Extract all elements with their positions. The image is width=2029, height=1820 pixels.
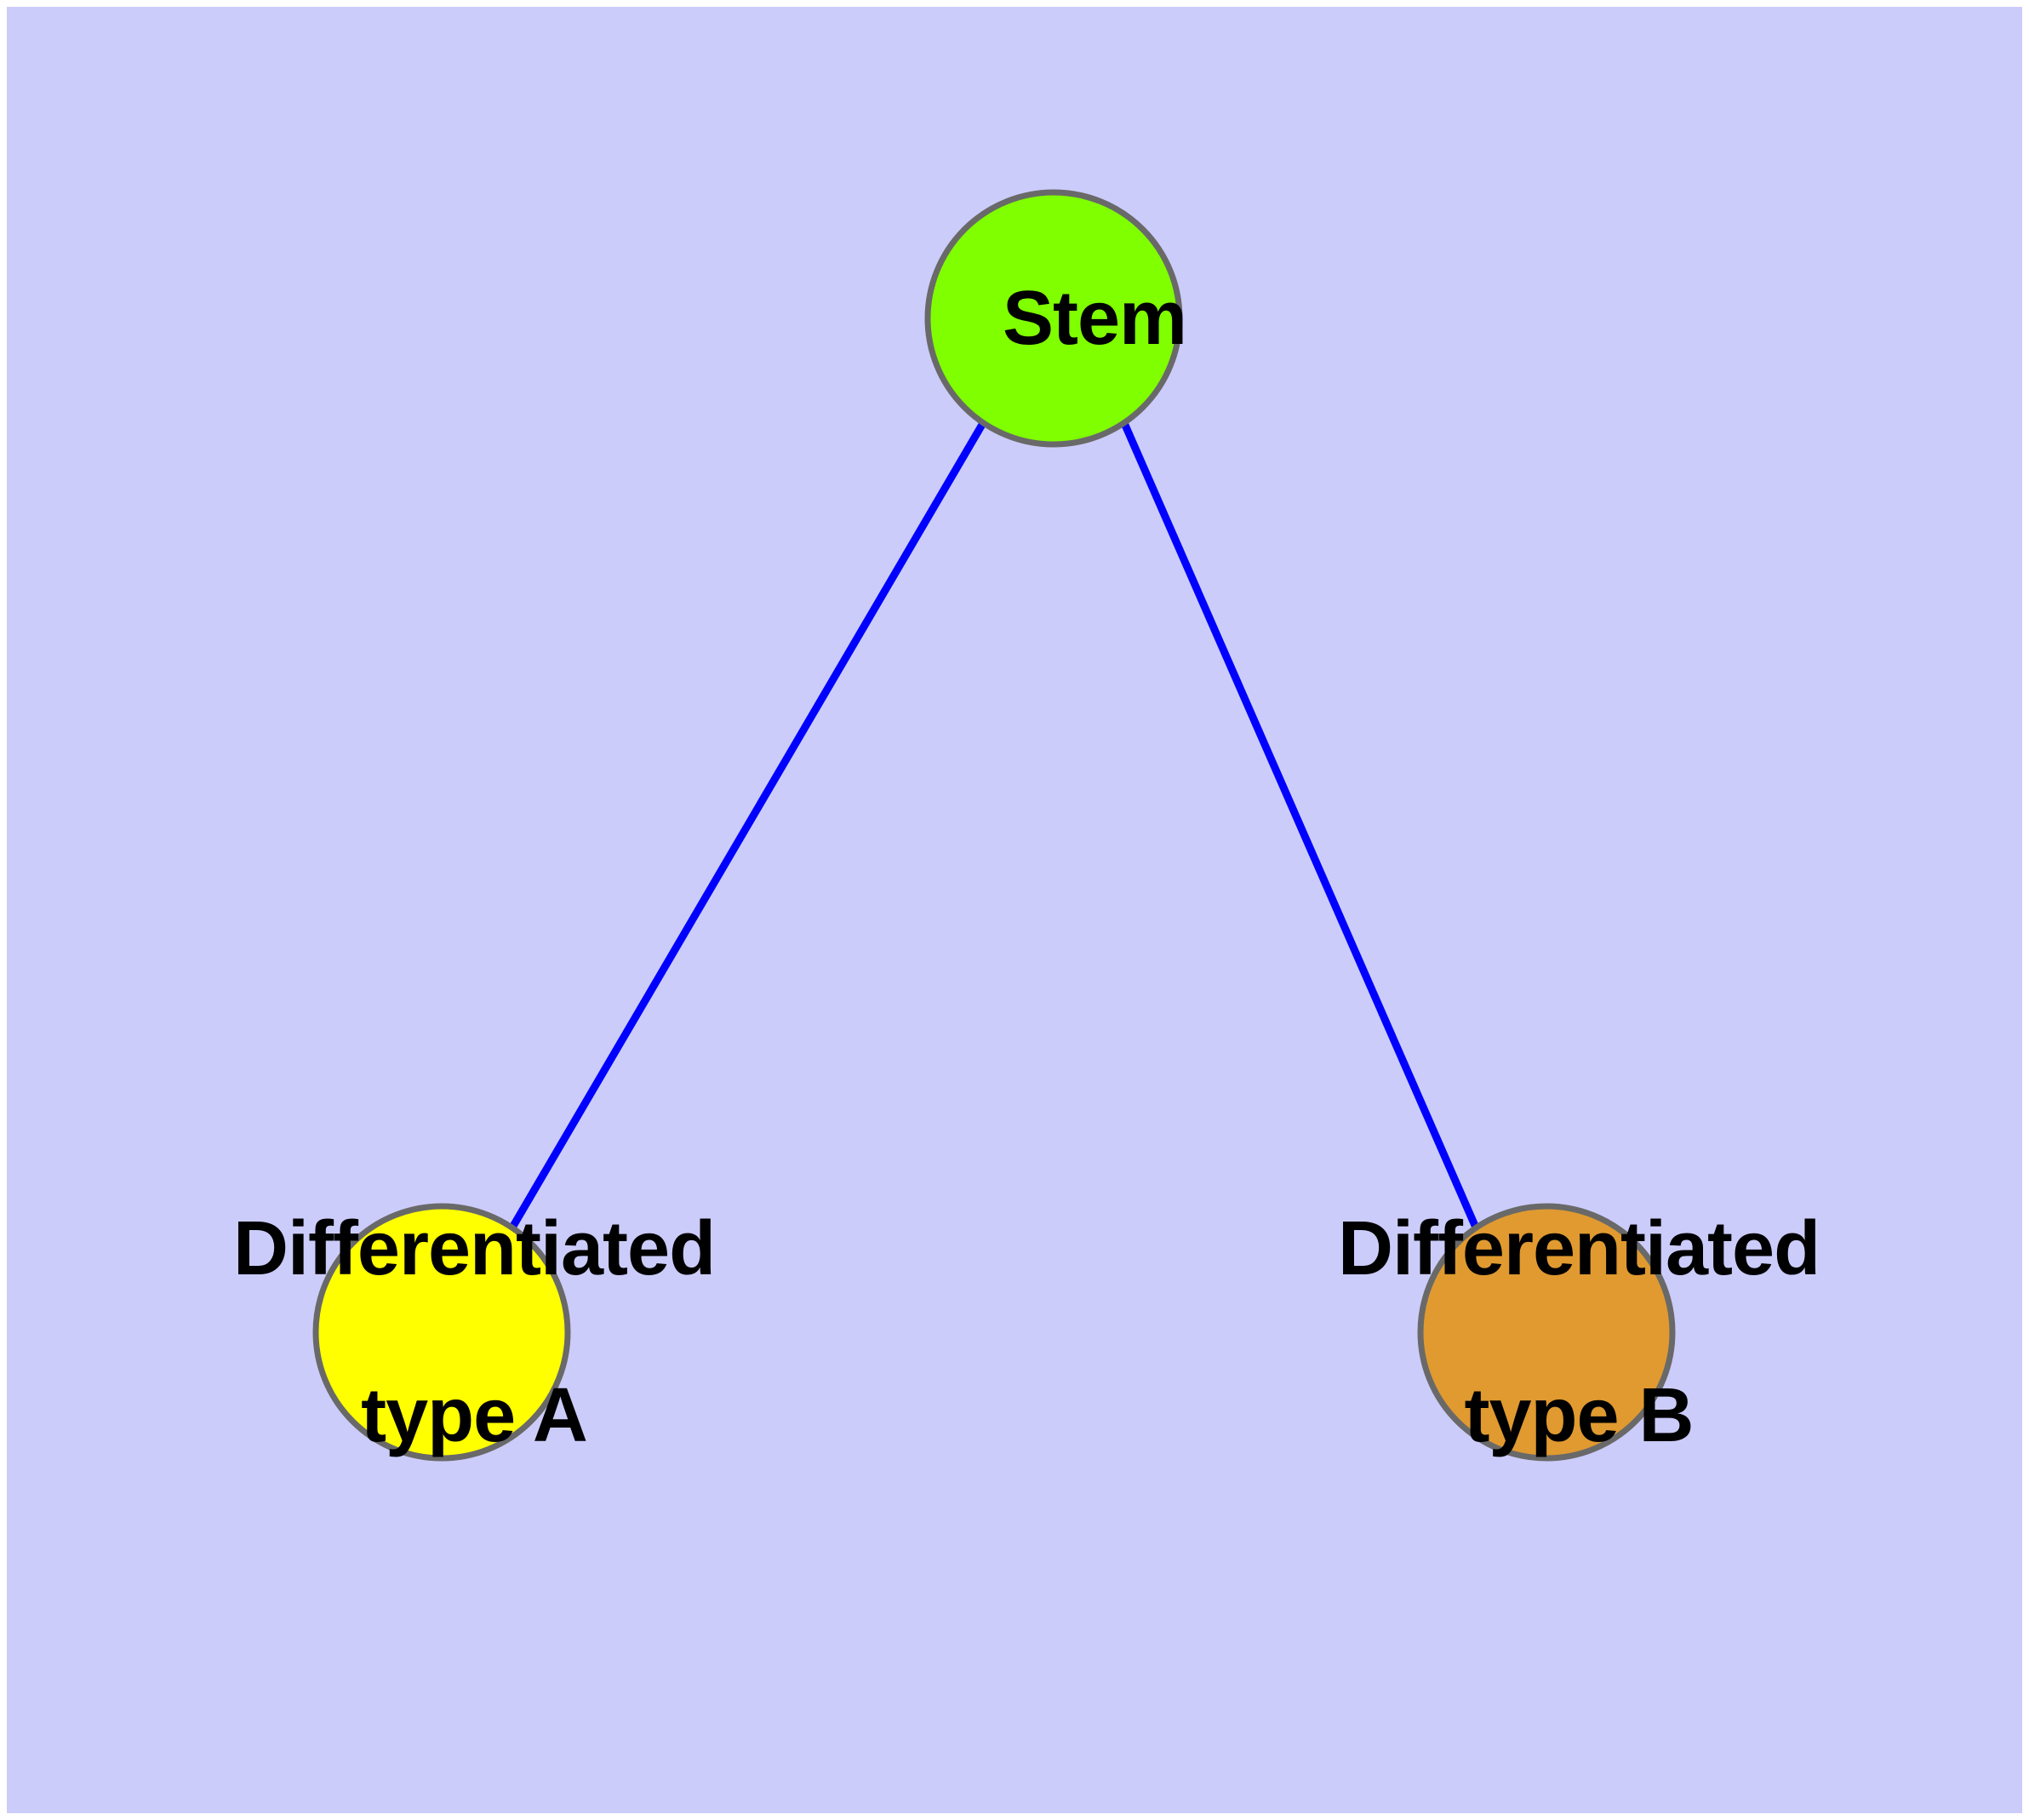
- edge-stem-to-diff-b: [1120, 421, 1480, 1229]
- edge-layer: [509, 421, 1480, 1230]
- edge-stem-to-diff-a: [509, 421, 986, 1230]
- node-stem[interactable]: [924, 189, 1183, 448]
- node-differentiated-type-a[interactable]: [312, 1203, 571, 1462]
- node-layer: [312, 189, 1676, 1462]
- node-differentiated-type-b[interactable]: [1417, 1203, 1676, 1462]
